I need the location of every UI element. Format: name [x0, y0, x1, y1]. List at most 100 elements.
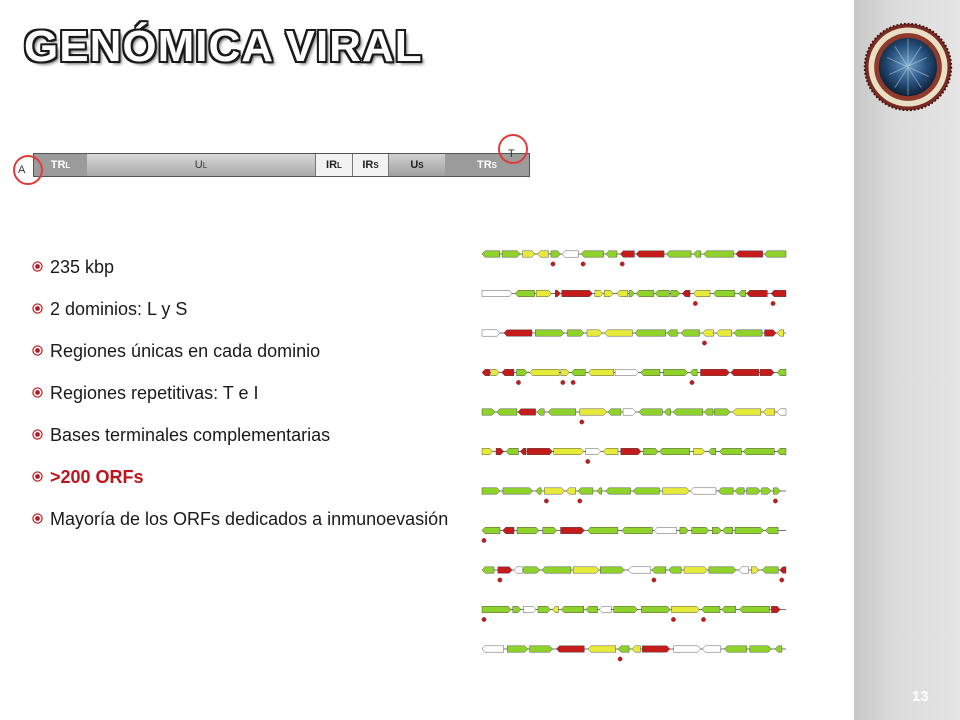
orf-arrow	[776, 369, 787, 376]
orf-arrow	[635, 250, 665, 258]
orf-arrow	[691, 527, 710, 534]
orf-arrow	[556, 645, 585, 653]
orf-arrow	[561, 250, 579, 258]
bullet-item: 235 kbp	[32, 256, 452, 278]
orf-arrow	[632, 487, 660, 495]
bullet-text: Regiones repetitivas: T e I	[50, 383, 259, 403]
mirna-marker	[689, 380, 695, 385]
orf-arrow	[503, 329, 533, 337]
mirna-marker	[651, 577, 657, 583]
orf-arrow	[708, 448, 717, 455]
virus-emblem-icon	[863, 22, 953, 112]
orf-arrow	[541, 566, 572, 574]
orf-arrow	[703, 250, 734, 258]
bullet-item: 2 dominios: L y S	[32, 298, 452, 320]
orf-arrow	[721, 606, 737, 613]
orf-arrow	[732, 408, 762, 416]
orf-arrow	[651, 566, 667, 574]
orf-arrow	[762, 408, 775, 416]
orf-arrow	[743, 448, 775, 455]
orf-arrow	[617, 645, 630, 653]
bullet-text: >200 ORFs	[50, 467, 144, 487]
orf-arrow	[544, 487, 565, 495]
orf-arrow	[776, 448, 787, 455]
orf-arrow	[773, 487, 781, 495]
orf-arrow	[628, 290, 635, 297]
orf-arrow	[481, 645, 504, 653]
orf-arrow	[585, 606, 598, 613]
orf-arrow	[537, 250, 549, 258]
orf-arrow	[594, 290, 604, 297]
segment-sub: S	[491, 160, 497, 170]
orf-arrow	[671, 606, 700, 613]
orf-arrow	[523, 566, 540, 574]
orf-arrow	[690, 487, 717, 495]
orf-arrow	[764, 250, 787, 258]
orf-arrow	[749, 645, 772, 653]
segment-sub: S	[373, 160, 379, 170]
circle-bullet-icon	[32, 429, 43, 440]
circle-bullet-icon	[32, 513, 43, 524]
orf-arrow	[735, 250, 763, 258]
orf-arrow	[481, 566, 495, 574]
orf-arrow	[751, 566, 760, 574]
orf-arrow	[719, 448, 742, 455]
orf-arrow	[560, 527, 585, 534]
mirna-marker	[481, 617, 487, 622]
mirna-marker	[570, 380, 576, 385]
orf-arrow	[746, 290, 768, 297]
orf-arrow	[689, 369, 698, 376]
orf-arrow	[535, 487, 542, 495]
mirna-marker	[701, 617, 706, 622]
orf-arrow	[580, 250, 604, 258]
orf-arrow	[481, 487, 501, 495]
highlight-circle-t	[498, 134, 528, 164]
bullet-item: Regiones únicas en cada dominio	[32, 340, 452, 362]
orf-arrow	[764, 329, 777, 337]
orf-arrow	[640, 369, 661, 376]
mirna-marker	[773, 498, 778, 504]
mirna-marker	[497, 577, 503, 583]
orf-arrow	[560, 369, 570, 376]
orf-arrow	[481, 369, 490, 376]
orf-arrow	[555, 290, 561, 297]
segment-sub: S	[418, 160, 424, 170]
orf-arrow	[734, 527, 764, 534]
orf-arrow	[505, 448, 519, 455]
orf-arrow	[495, 448, 504, 455]
orf-arrow	[776, 329, 784, 337]
mirna-marker	[516, 380, 521, 385]
orf-arrow	[507, 645, 529, 653]
orf-arrow	[673, 645, 701, 653]
orf-arrow	[761, 487, 772, 495]
orf-arrow	[481, 290, 513, 297]
orf-arrow	[718, 487, 734, 495]
orf-arrow	[765, 527, 779, 534]
orf-arrow	[693, 250, 701, 258]
orf-arrow	[738, 566, 749, 574]
orf-arrow	[572, 566, 600, 574]
orf-arrow	[722, 527, 733, 534]
circle-bullet-icon	[32, 303, 43, 314]
orf-arrow	[529, 645, 553, 653]
page-number: 13	[912, 688, 929, 705]
orf-arrow	[587, 369, 614, 376]
orf-arrow	[668, 566, 682, 574]
orf-arrow	[604, 329, 633, 337]
orf-arrow	[607, 408, 622, 416]
orf-arrow	[643, 448, 659, 455]
orf-arrow	[620, 448, 642, 455]
orf-arrow	[738, 290, 746, 297]
segment-label: U	[194, 159, 203, 171]
orf-arrow	[496, 408, 518, 416]
orf-arrow	[638, 408, 663, 416]
orf-arrow	[627, 566, 652, 574]
orf-arrow	[724, 645, 747, 653]
orf-arrow	[622, 408, 637, 416]
orf-arrow	[535, 290, 552, 297]
mirna-marker	[560, 380, 566, 385]
